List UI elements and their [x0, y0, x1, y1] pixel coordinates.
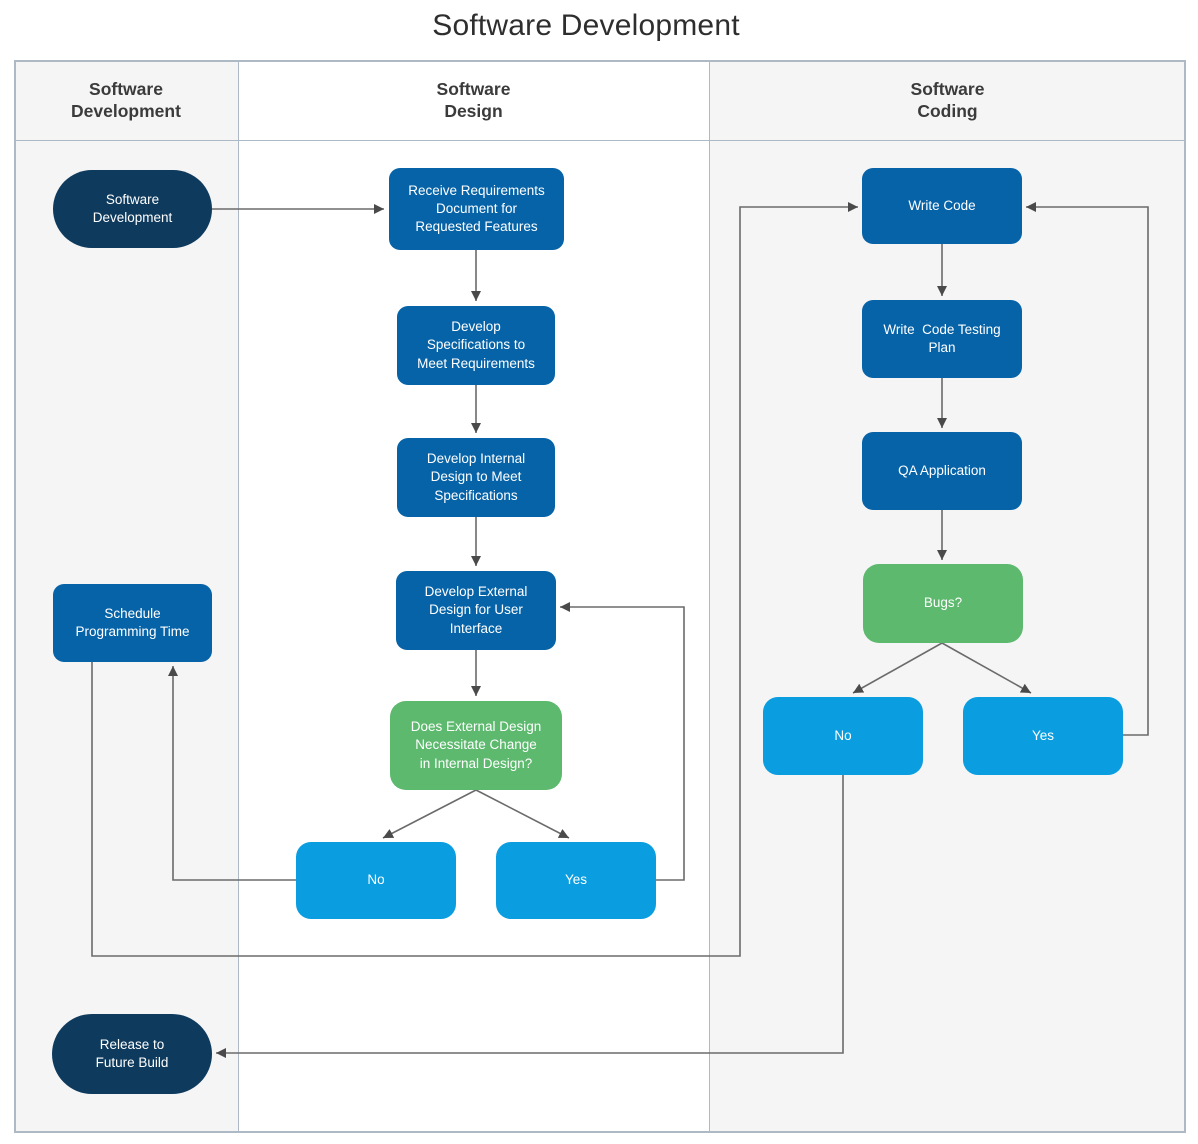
node-bugs-yes[interactable]: Yes	[963, 697, 1123, 775]
edge-bugs-to-no	[852, 642, 943, 694]
node-release-to-future-build[interactable]: Release to Future Build	[52, 1014, 212, 1094]
header-separator	[14, 140, 1186, 141]
node-label: No	[367, 872, 385, 888]
node-label: Write Code	[908, 197, 976, 213]
node-label: Bugs?	[923, 595, 963, 611]
edge-schedule-to-write-code	[91, 202, 858, 957]
node-software-development-start[interactable]: Software Development	[53, 170, 212, 248]
node-design-yes[interactable]: Yes	[496, 842, 656, 919]
edge-bugs-to-yes	[941, 642, 1032, 694]
node-write-code-testing-plan[interactable]: Write Code Testing Plan	[862, 300, 1022, 378]
node-write-code[interactable]: Write Code	[862, 168, 1022, 244]
node-develop-internal-design[interactable]: Develop Internal Design to Meet Specific…	[397, 438, 555, 517]
edge-no-to-release	[216, 775, 844, 1058]
node-schedule-programming-time[interactable]: Schedule Programming Time	[53, 584, 212, 662]
edge-yes-back-to-external	[560, 602, 685, 881]
node-label: Receive Requirements Document for Reques…	[408, 182, 545, 235]
node-label: Write Code Testing Plan	[883, 321, 1001, 355]
node-develop-specifications[interactable]: Develop Specifications to Meet Requireme…	[397, 306, 555, 385]
node-label: Release to Future Build	[95, 1036, 169, 1070]
node-label: Does External Design Necessitate Change …	[410, 719, 542, 771]
node-label: Develop Specifications to Meet Requireme…	[417, 319, 535, 371]
lane-header-development: Software Development	[71, 78, 181, 121]
diagram-title: Software Development	[432, 9, 740, 42]
lane-divider-2	[709, 60, 710, 1133]
lane-divider-1	[238, 60, 239, 1133]
node-label: No	[834, 727, 852, 743]
node-develop-external-design[interactable]: Develop External Design for User Interfa…	[396, 571, 556, 650]
lane-header-coding: Software Coding	[910, 78, 985, 121]
node-label: Develop Internal Design to Meet Specific…	[426, 451, 526, 503]
node-label: Yes	[1031, 727, 1055, 743]
node-label: Schedule Programming Time	[75, 605, 190, 639]
edge-question-to-yes	[475, 789, 570, 839]
edge-no-to-schedule	[168, 666, 296, 881]
node-qa-application[interactable]: QA Application	[862, 432, 1022, 510]
node-label: Yes	[564, 872, 588, 888]
node-label: QA Application	[898, 462, 986, 478]
node-bugs-no[interactable]: No	[763, 697, 923, 775]
lane-header-design: Software Design	[436, 78, 511, 121]
node-label: Software Development	[92, 191, 173, 225]
node-receive-requirements[interactable]: Receive Requirements Document for Reques…	[389, 168, 564, 250]
edge-yes-back-to-write-code	[1026, 202, 1149, 736]
node-external-design-question[interactable]: Does External Design Necessitate Change …	[390, 701, 562, 790]
edge-question-to-no	[382, 789, 477, 839]
node-design-no[interactable]: No	[296, 842, 456, 919]
node-label: Develop External Design for User Interfa…	[424, 584, 528, 636]
node-bugs-question[interactable]: Bugs?	[863, 564, 1023, 643]
